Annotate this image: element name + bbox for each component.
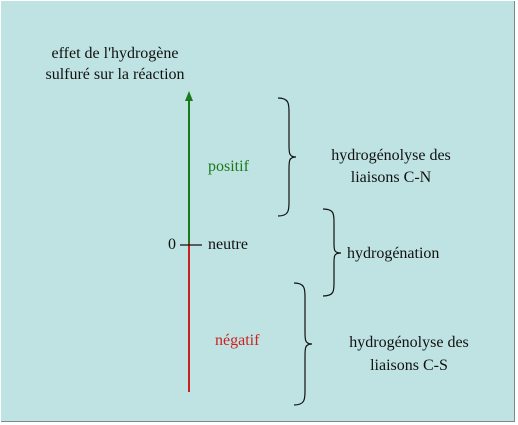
- negative-label: négatif: [215, 332, 260, 349]
- group-cn-line2: liaisons C-N: [350, 169, 432, 186]
- brace-cs: [293, 282, 313, 406]
- group-cs-line1: hydrogénolyse des: [349, 334, 469, 351]
- brace-cn: [277, 97, 297, 217]
- axis-title-line2: sulfuré sur la réaction: [45, 66, 185, 83]
- brace-hydrogenation: [322, 208, 342, 297]
- group-cs-line2: liaisons C-S: [370, 357, 448, 374]
- axis-arrow-head: [185, 91, 193, 101]
- axis-title-line1: effet de l'hydrogène: [51, 45, 179, 62]
- neutral-label: neutre: [208, 236, 248, 253]
- group-hydrogenation-label: hydrogénation: [347, 245, 440, 262]
- group-cn-line1: hydrogénolyse des: [331, 147, 451, 164]
- zero-tick-label: 0: [168, 236, 176, 253]
- positive-label: positif: [208, 158, 249, 175]
